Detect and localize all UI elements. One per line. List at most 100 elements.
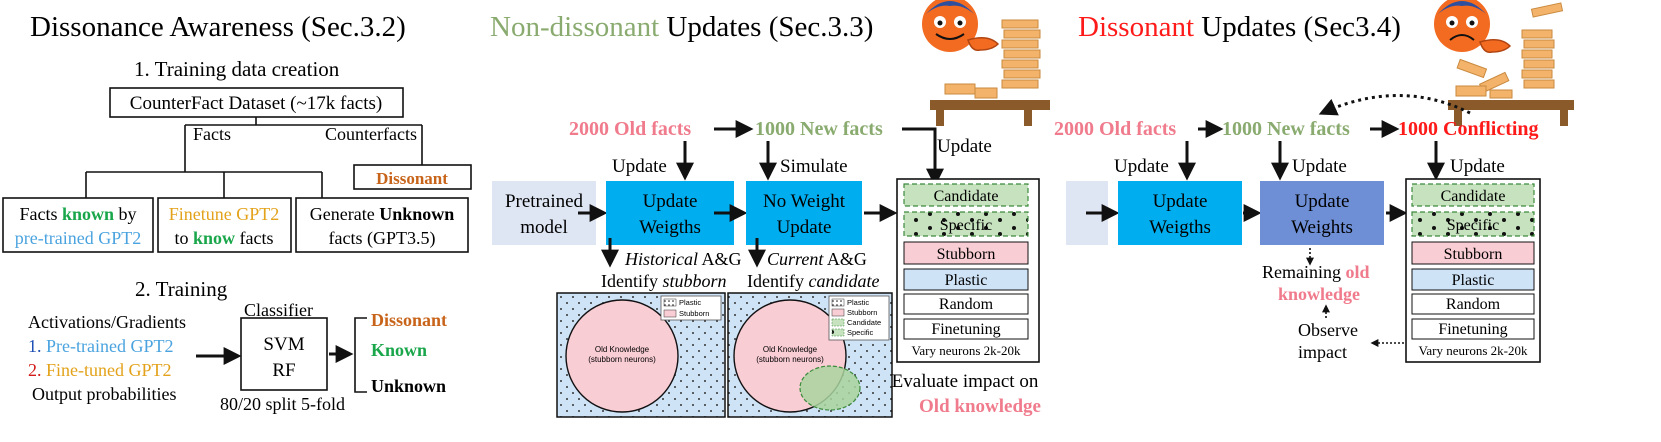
inputs-line3: 2. Fine-tuned GPT2	[28, 360, 172, 380]
map2-legend-specific: Specific	[847, 328, 874, 337]
s2-simulate-label: Simulate	[780, 156, 848, 177]
s3-new-facts: 1000 New facts	[1222, 118, 1350, 140]
neuron-map-historical: Old Knowledge (stubborn neurons) Plastic…	[556, 292, 726, 418]
output-bracket	[354, 317, 367, 393]
s2-method-candidate: Candidate	[934, 188, 999, 205]
table-leg-2b	[1560, 110, 1568, 126]
s3-update-weigths-line1: Update	[1153, 191, 1208, 212]
unknown-box	[295, 197, 469, 253]
counterfacts-label: Counterfacts	[325, 124, 417, 144]
map1-circle-line2: (stubborn neurons)	[588, 355, 656, 364]
s2-methods-panel: Candidate Specific Stubborn Plastic Rand…	[896, 178, 1040, 363]
evaluate-impact-label: Evaluate impact on	[892, 371, 1039, 392]
s2-update-weights-line1: Update	[643, 191, 698, 212]
s2-update-path	[902, 127, 944, 187]
s3-method-finetuning: Finetuning	[1438, 321, 1507, 338]
s3-vary-neurons: Vary neurons 2k-20k	[1418, 343, 1528, 358]
s2-method-finetuning: Finetuning	[931, 321, 1000, 338]
s3-method-plastic: Plastic	[1452, 272, 1495, 289]
s3-update-weights-line1: Update	[1295, 191, 1350, 212]
table-top-2	[1448, 100, 1574, 110]
s3-method-candidate: Candidate	[1441, 188, 1506, 205]
known-facts-box	[2, 197, 154, 253]
tree-connector-top	[184, 117, 423, 147]
map2-circle-line1: Old Knowledge	[763, 345, 818, 354]
map1-circle-line1: Old Knowledge	[595, 345, 650, 354]
current-ag: Current A&G	[767, 249, 867, 269]
section2-title: Non-dissonant Updates (Sec.3.3)	[490, 11, 873, 43]
worried-face-icon	[1434, 0, 1490, 52]
tree-connector-bottom	[85, 147, 423, 198]
inputs-line4: Output probabilities	[32, 384, 176, 404]
finetune-line1: Finetune GPT2	[169, 204, 280, 224]
old-knowledge-label: Old knowledge	[919, 396, 1041, 417]
s3-update-label-1: Update	[1114, 156, 1169, 177]
table-leg-1a	[936, 110, 944, 126]
s3-update-label-2: Update	[1292, 156, 1347, 177]
falling-blocks-icon	[1455, 2, 1564, 99]
dotted-arrow-icon	[1318, 94, 1471, 116]
s3-method-specific: Specific	[1447, 217, 1499, 234]
svm-label: SVM	[263, 334, 304, 355]
map1-legend-stubborn: Stubborn	[679, 309, 709, 318]
s2-new-facts: 1000 New facts	[755, 118, 883, 140]
inputs-line2: 1. Pre-trained GPT2	[28, 336, 173, 356]
no-weight-line1: No Weight	[763, 191, 846, 212]
s3-method-random: Random	[1446, 296, 1501, 313]
block-tower-icon	[944, 19, 1041, 99]
s2-vary-neurons: Vary neurons 2k-20k	[911, 343, 1021, 358]
finetune-line2: to know facts	[174, 228, 273, 248]
rf-label: RF	[272, 360, 295, 381]
dataset-label: CounterFact Dataset (~17k facts)	[130, 93, 382, 114]
section1-title: Dissonance Awareness (Sec.3.2)	[30, 11, 406, 43]
split-label: 80/20 split 5-fold	[220, 394, 345, 414]
output-known: Known	[371, 340, 427, 360]
s3-method-stubborn: Stubborn	[1444, 246, 1503, 263]
s2-update-label-1: Update	[612, 156, 667, 177]
neuron-map-current: Old Knowledge (stubborn neurons) Plastic…	[727, 292, 893, 418]
output-unknown: Unknown	[371, 376, 446, 396]
s2-old-facts: 2000 Old facts	[569, 118, 691, 140]
happy-face-icon	[922, 0, 978, 52]
s3-update-weights-box	[1260, 181, 1384, 245]
s3-update-weigths-box	[1118, 181, 1242, 245]
dataset-box	[109, 87, 404, 118]
pretrained-line1: Pretrained	[505, 191, 584, 212]
map2-legend-candidate: Candidate	[847, 318, 881, 327]
identify-candidate: Identify candidate	[747, 271, 879, 291]
s3-methods-panel: Candidate Specific Stubborn Plastic Rand…	[1405, 178, 1541, 363]
classifier-label: Classifier	[244, 300, 313, 320]
no-weight-update-box	[746, 181, 862, 245]
no-weight-line2: Update	[777, 217, 832, 238]
s2-method-plastic: Plastic	[945, 272, 988, 289]
map2-circle-line2: (stubborn neurons)	[756, 355, 824, 364]
s2-update-weights-box	[606, 181, 734, 245]
s2-method-stubborn: Stubborn	[937, 246, 996, 263]
map2-legend-stubborn: Stubborn	[847, 308, 877, 317]
s3-update-label-3: Update	[1450, 156, 1505, 177]
identify-stubborn: Identify stubborn	[601, 271, 727, 291]
map2-legend-plastic: Plastic	[847, 298, 869, 307]
s2-update-label-right: Update	[937, 136, 992, 157]
s2-update-weights-line2: Weigths	[639, 217, 701, 238]
remaining-knowledge: knowledge	[1278, 284, 1360, 304]
table-top-1	[930, 100, 1050, 110]
step1-heading: 1. Training data creation	[134, 57, 340, 81]
s3-conflicting: 1000 Conflicting	[1398, 118, 1539, 140]
remaining-label: Remaining old	[1262, 262, 1370, 282]
unknown-line1: Generate Unknown	[310, 204, 455, 224]
s2-method-random: Random	[939, 296, 994, 313]
known-facts-line1: Facts known by	[19, 204, 136, 224]
section3-title: Dissonant Updates (Sec3.4)	[1078, 11, 1401, 43]
pretrained-line2: model	[520, 217, 568, 238]
hand-icon-2	[1479, 39, 1512, 54]
observe-line2: impact	[1298, 342, 1347, 362]
table-leg-1b	[1024, 110, 1032, 126]
facts-label: Facts	[193, 124, 231, 144]
step2-heading: 2. Training	[135, 277, 228, 301]
unknown-line2: facts (GPT3.5)	[329, 228, 436, 249]
dissonant-box	[353, 164, 472, 190]
inputs-line1: Activations/Gradients	[28, 312, 186, 332]
output-dissonant: Dissonant	[371, 310, 447, 330]
